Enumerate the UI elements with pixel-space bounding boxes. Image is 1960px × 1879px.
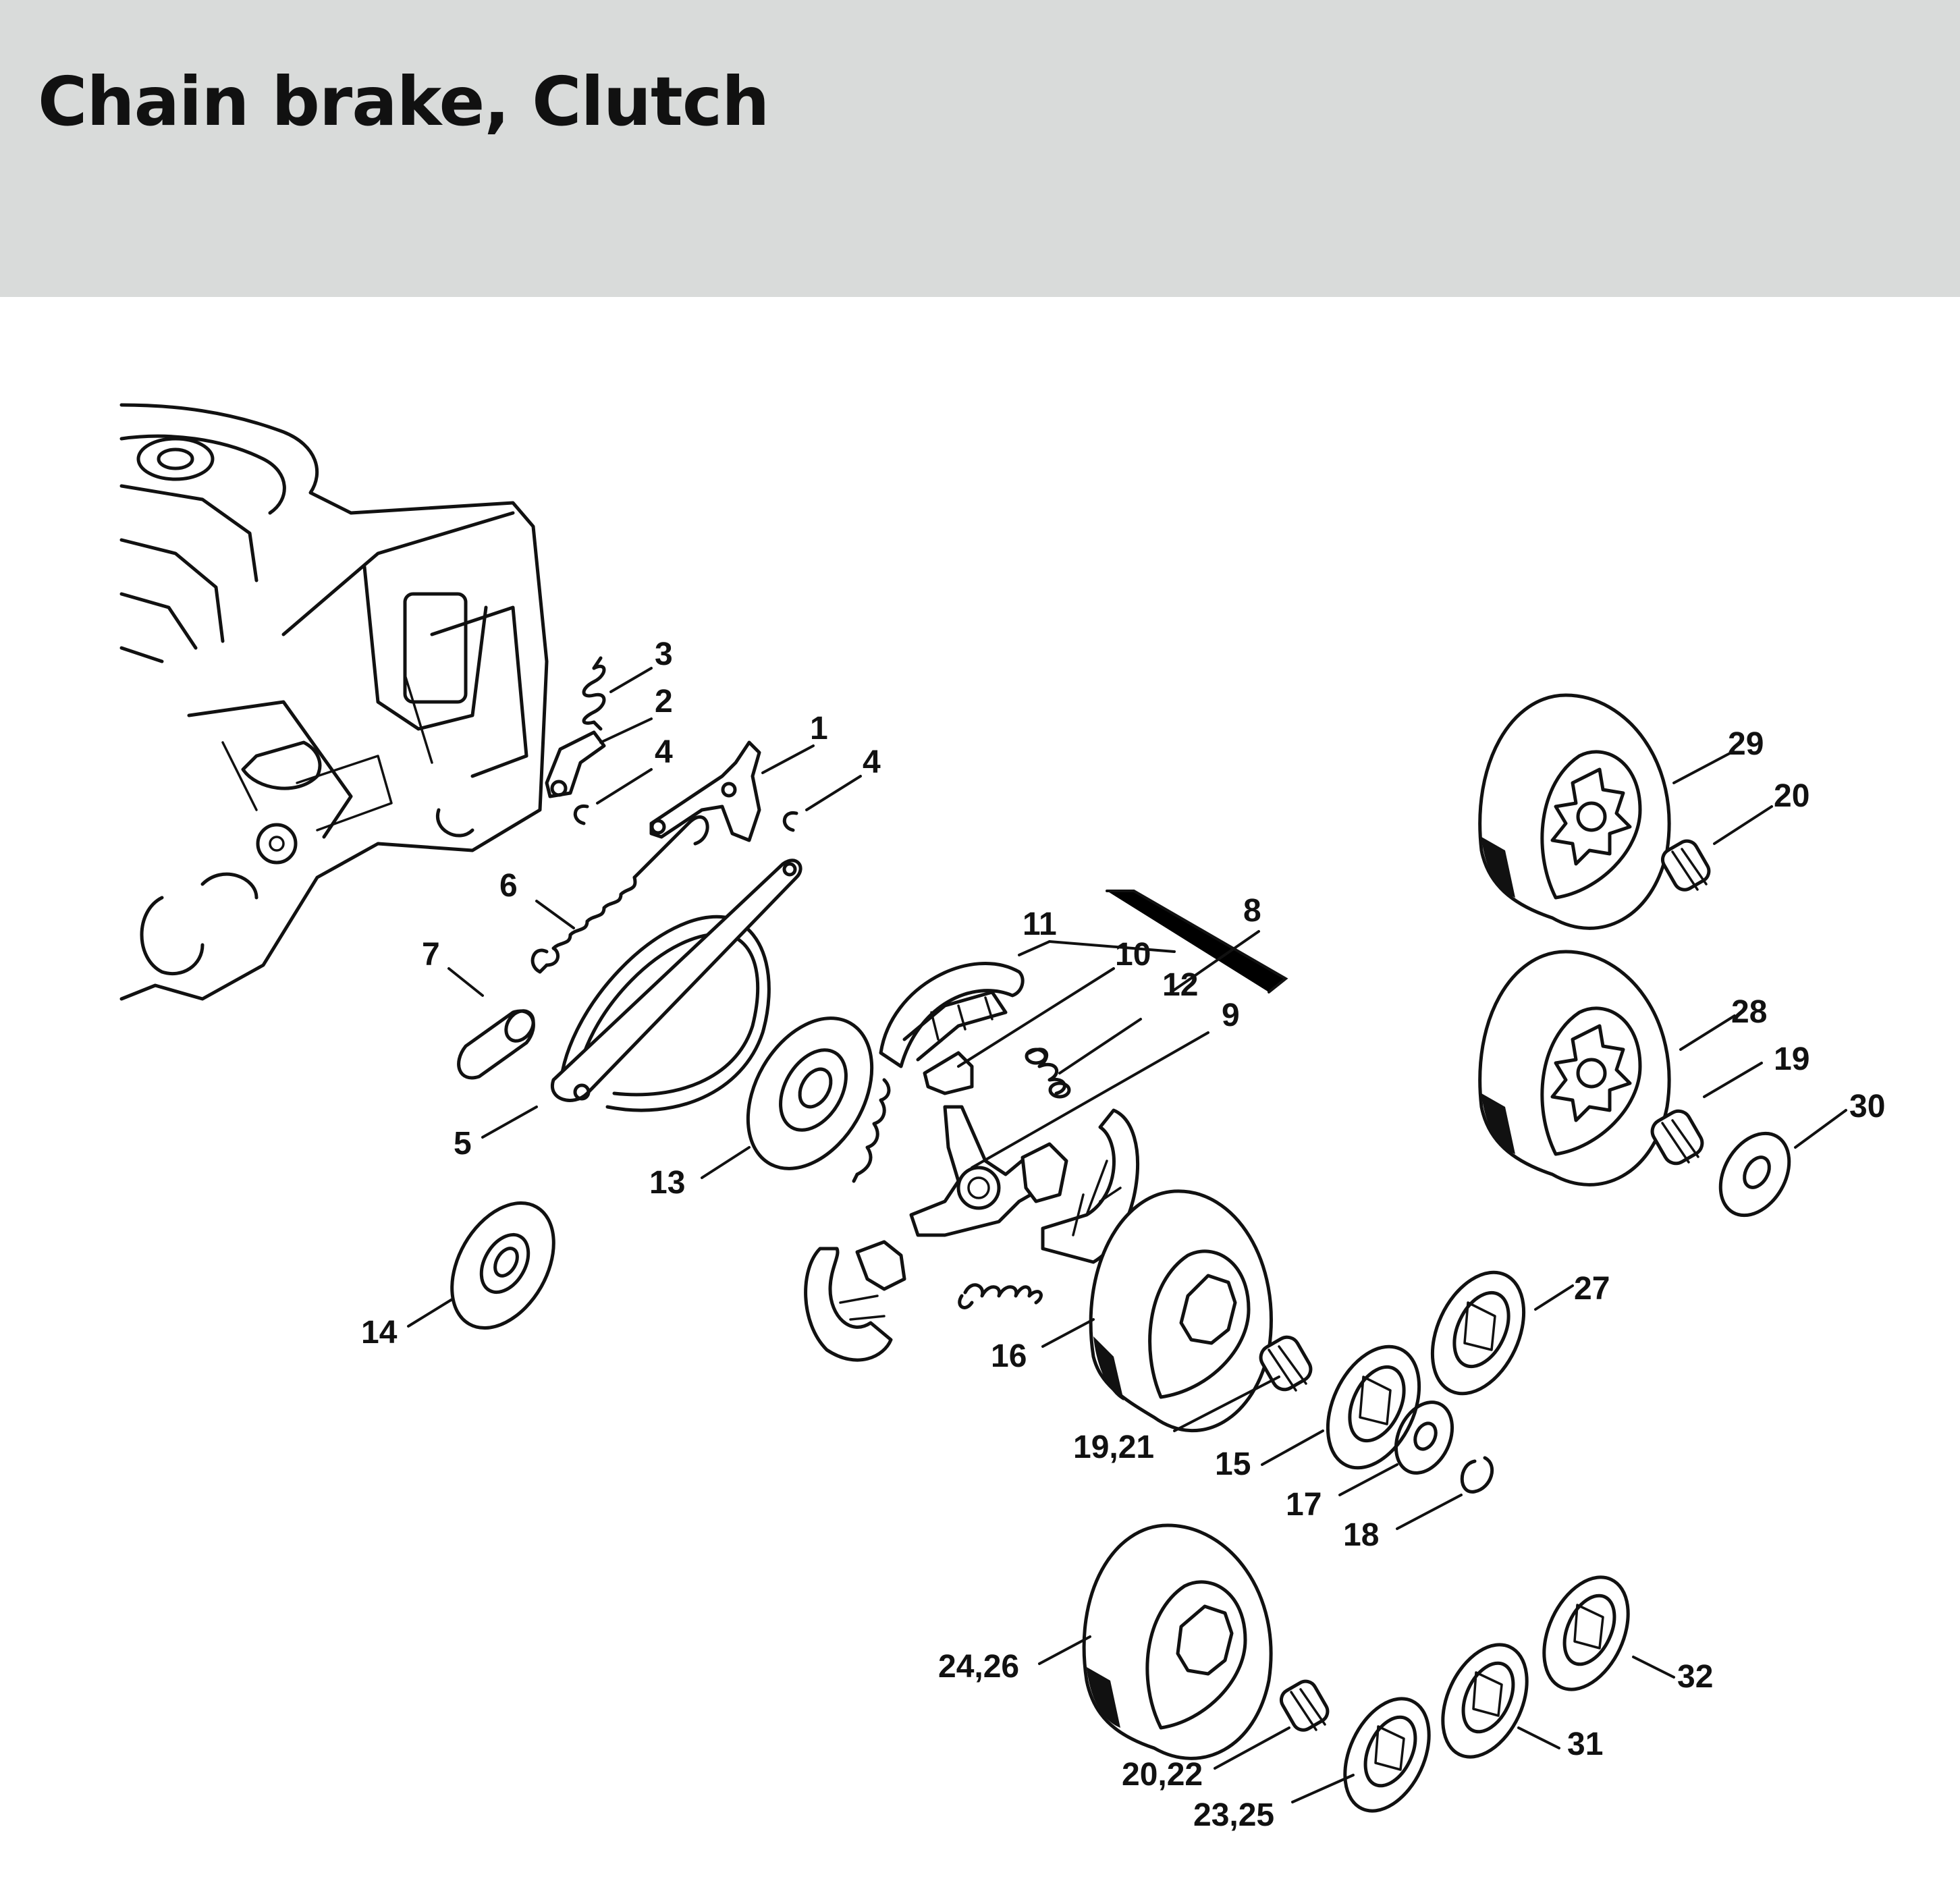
- part-19-needle-bearing: [1650, 1109, 1704, 1166]
- part-23-25-rim-sprocket: [1343, 1697, 1431, 1813]
- callout-30: 30: [1849, 1089, 1885, 1124]
- callout-31: 31: [1567, 1726, 1603, 1762]
- part-4-circlip-left: [573, 804, 589, 825]
- callout-13: 13: [649, 1165, 685, 1201]
- part-18-e-clip: [1460, 1456, 1494, 1494]
- part-10-shoe-block: [923, 1051, 974, 1095]
- part-29-clutch-drum: [1478, 693, 1671, 930]
- callout-7: 7: [422, 937, 440, 973]
- part-7-sleeve: [457, 1009, 535, 1080]
- header-band: Chain brake, Clutch: [0, 0, 1960, 297]
- bracket-8: [1106, 890, 1288, 993]
- callout-18: 18: [1343, 1517, 1379, 1553]
- part-3-spring: [582, 656, 606, 731]
- part-13-washer: [746, 1016, 874, 1170]
- part-27-rim-sprocket: [1430, 1270, 1526, 1396]
- part-9-spring-lower: [958, 1283, 1043, 1309]
- callout-14: 14: [361, 1315, 398, 1351]
- callout-17: 17: [1286, 1487, 1322, 1523]
- callout-2: 2: [655, 684, 673, 719]
- callout-15: 15: [1215, 1446, 1251, 1482]
- clutch-shoe-lower-left: [804, 1247, 893, 1362]
- callout-20: 20: [1774, 778, 1809, 814]
- part-14-washer: [450, 1201, 555, 1330]
- callout-29: 29: [1728, 726, 1764, 762]
- callout-19-21: 19,21: [1073, 1429, 1154, 1465]
- part-31-rim-sprocket: [1441, 1643, 1529, 1759]
- callout-12: 12: [1162, 967, 1198, 1003]
- callout-9: 9: [1222, 998, 1240, 1033]
- engine-housing: [119, 403, 549, 1001]
- callout-4-right: 4: [863, 744, 881, 780]
- clutch-carrier: [909, 1105, 1052, 1237]
- part-20-22-needle-bearing: [1279, 1679, 1330, 1732]
- part-20-needle-bearing: [1660, 839, 1711, 892]
- callout-8: 8: [1243, 893, 1261, 929]
- part-2-bellcrank: [545, 730, 606, 798]
- clutch-shoe-block-lower: [855, 1240, 906, 1291]
- part-17-washer: [1394, 1400, 1454, 1475]
- part-5-brake-band: [550, 859, 802, 1112]
- part-24-26-clutch-drum: [1082, 1523, 1273, 1760]
- callout-1: 1: [810, 711, 828, 746]
- callout-32: 32: [1677, 1659, 1713, 1695]
- callout-5: 5: [454, 1126, 472, 1162]
- part-16-clutch-drum: [1089, 1189, 1273, 1432]
- page-title: Chain brake, Clutch: [38, 62, 769, 141]
- callout-10: 10: [1115, 937, 1151, 973]
- part-12-spring: [1025, 1047, 1071, 1099]
- part-32-rim-sprocket: [1542, 1575, 1630, 1691]
- callout-16: 16: [991, 1338, 1027, 1374]
- part-11-clutch-shoe: [879, 961, 1025, 1068]
- callout-labels: 3 2 4 1 4 6 7 5 13 14 11 8 10 12 9 16 19…: [361, 636, 1885, 1833]
- callout-20-22: 20,22: [1122, 1757, 1203, 1793]
- callout-11: 11: [1023, 906, 1057, 942]
- callout-3: 3: [655, 636, 673, 672]
- leader-lines: [407, 667, 1847, 1803]
- part-4-circlip-right: [782, 811, 798, 832]
- part-30-washer: [1718, 1131, 1791, 1218]
- clutch-shoe-block-right: [1020, 1142, 1068, 1203]
- callout-28: 28: [1731, 994, 1767, 1030]
- callout-4-left: 4: [655, 734, 673, 770]
- part-8-clutch-shoe-right: [1041, 1108, 1139, 1264]
- callout-23-25: 23,25: [1193, 1797, 1274, 1833]
- callout-27: 27: [1574, 1271, 1610, 1307]
- part-9-spring-upper: [852, 1078, 891, 1183]
- part-1-brake-lever: [649, 740, 761, 842]
- part-19-21-needle-bearing: [1259, 1335, 1313, 1392]
- callout-19: 19: [1774, 1041, 1809, 1077]
- part-6-tension-spring: [530, 815, 709, 974]
- callout-6: 6: [499, 868, 518, 904]
- callout-24-26: 24,26: [938, 1649, 1019, 1685]
- part-28-clutch-drum: [1478, 950, 1671, 1187]
